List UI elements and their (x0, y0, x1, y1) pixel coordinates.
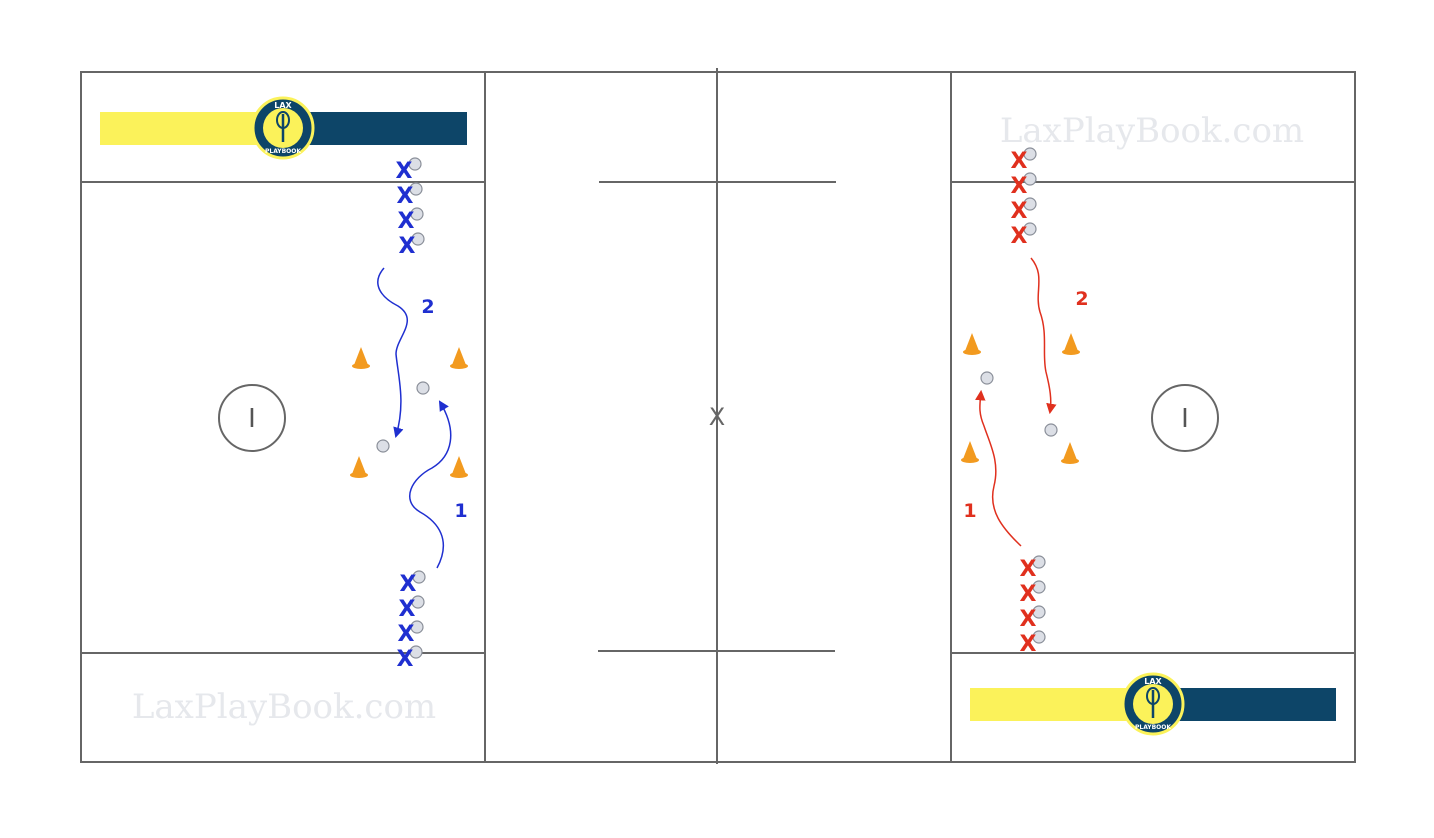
player-marker: X (1011, 199, 1028, 224)
player-marker: X (398, 209, 415, 234)
ball (1032, 630, 1046, 644)
ball (409, 182, 423, 196)
player-marker: X (1020, 607, 1037, 632)
ball (410, 620, 424, 634)
ball (1032, 580, 1046, 594)
watermark-top-right: LaxPlayBook.com (1000, 111, 1304, 151)
ball (412, 570, 426, 584)
brand-banner-top: LAX PLAYBOOK (100, 96, 467, 160)
ball (411, 595, 425, 609)
ball (1032, 605, 1046, 619)
ball (410, 207, 424, 221)
lax-playbook-logo: LAX PLAYBOOK (1121, 672, 1185, 736)
cone-icon (350, 456, 368, 478)
ball (980, 371, 994, 385)
cone-icon (1062, 333, 1080, 355)
player-marker: X (1011, 224, 1028, 249)
ball (1023, 172, 1037, 186)
player-marker: X (1020, 557, 1037, 582)
ball (1044, 423, 1058, 437)
cone-icon (352, 347, 370, 369)
cone-group (961, 333, 1080, 464)
player-marker: X (399, 597, 416, 622)
player-marker: X (397, 647, 414, 672)
cone-group (350, 347, 468, 478)
player-marker: X (1011, 149, 1028, 174)
ball (376, 439, 390, 453)
route-1-path (975, 389, 1022, 547)
right-crease (1151, 384, 1219, 452)
logo-text-bottom: PLAYBOOK (1135, 724, 1171, 731)
ball (1032, 555, 1046, 569)
ball (1023, 197, 1037, 211)
route-2-path (377, 267, 409, 439)
player-marker: X (398, 622, 415, 647)
ball (409, 645, 423, 659)
ball (1023, 147, 1037, 161)
cone-icon (963, 333, 981, 355)
ball (411, 232, 425, 246)
player-marker: X (400, 572, 417, 597)
lax-playbook-logo: LAX PLAYBOOK (251, 96, 315, 160)
logo-text-bottom: PLAYBOOK (265, 148, 301, 155)
logo-text-top: LAX (1144, 677, 1162, 686)
player-marker: X (1020, 632, 1037, 657)
cone-icon (961, 441, 979, 463)
ball (1023, 222, 1037, 236)
right-goal-mark: I (1181, 404, 1189, 434)
player-marker: X (396, 159, 413, 184)
field-lines (80, 68, 1356, 764)
route-label-2: 2 (1075, 288, 1088, 310)
brand-banner-bottom: LAX PLAYBOOK (970, 672, 1336, 736)
route-2-path (1030, 257, 1057, 415)
player-marker: X (1020, 582, 1037, 607)
route-label-2: 2 (421, 296, 434, 318)
route-label-1: 1 (963, 500, 976, 522)
watermark-bottom-left: LaxPlayBook.com (132, 687, 436, 727)
route-1-path (409, 400, 452, 569)
left-crease (218, 384, 286, 452)
ball (416, 381, 430, 395)
center-faceoff-mark: X (709, 403, 725, 431)
route-label-1: 1 (454, 500, 467, 522)
player-marker: X (1011, 174, 1028, 199)
logo-text-top: LAX (274, 101, 292, 110)
cone-icon (1061, 442, 1079, 464)
player-marker: X (397, 184, 414, 209)
ball (408, 157, 422, 171)
player-marker: X (399, 234, 416, 259)
cone-icon (450, 456, 468, 478)
cone-icon (450, 347, 468, 369)
left-goal-mark: I (248, 404, 256, 434)
